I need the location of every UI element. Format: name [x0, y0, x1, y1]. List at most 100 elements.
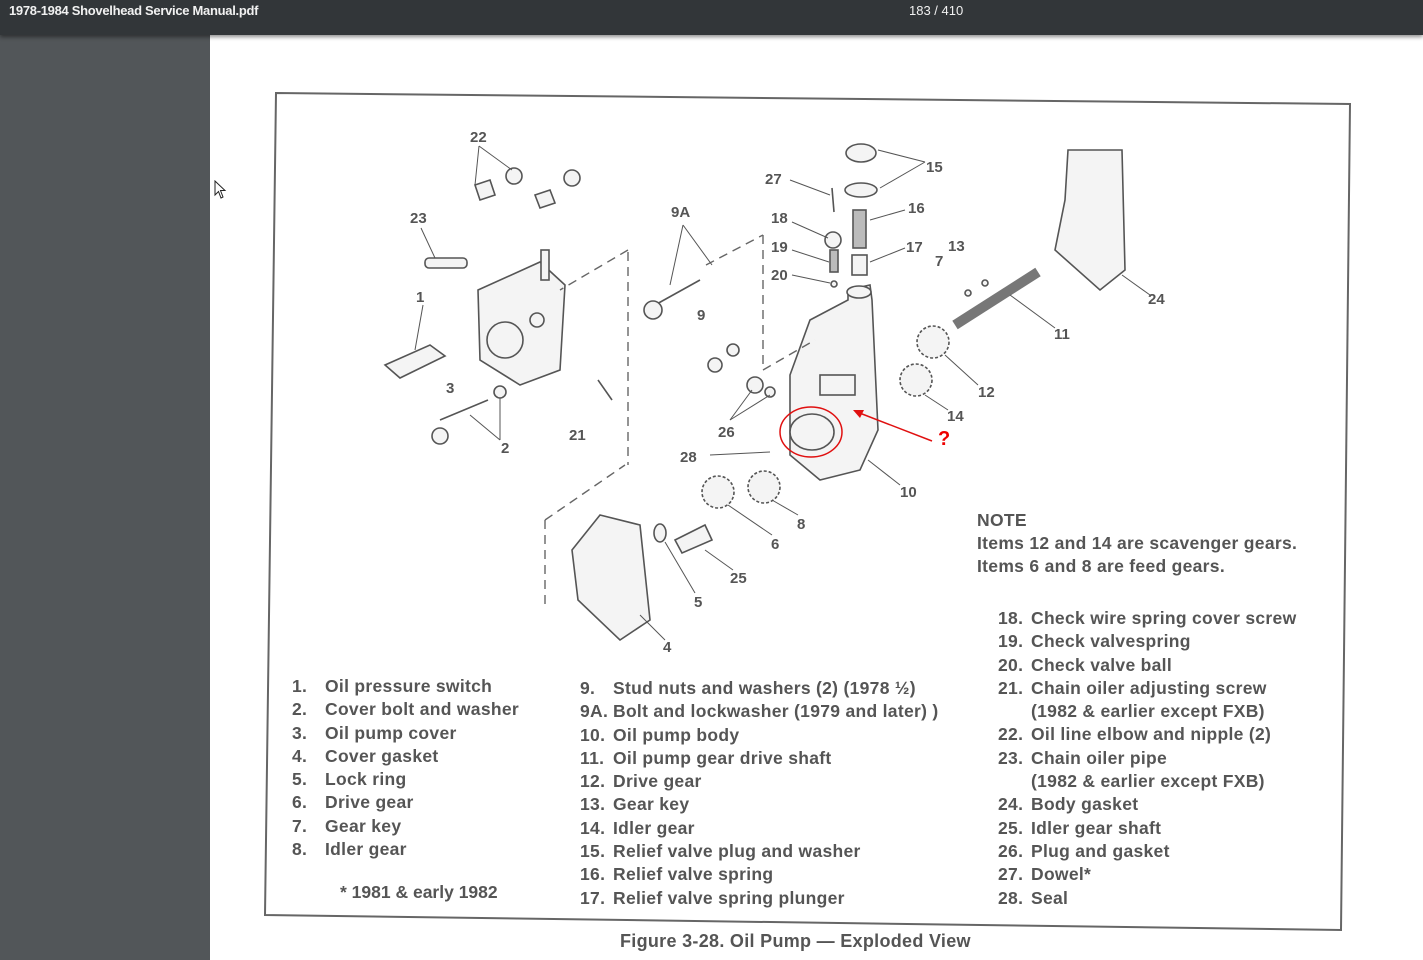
legend-number: 2. — [292, 699, 308, 720]
legend-number: 20. — [998, 654, 1024, 675]
legend-number: 23. — [998, 747, 1024, 768]
legend-text: Chain oiler adjusting screw — [1031, 677, 1267, 698]
legend-number: 14. — [580, 817, 606, 838]
callout-number: 27 — [765, 171, 782, 188]
legend-text: Bolt and lockwasher (1979 and later) ) — [613, 701, 939, 722]
legend-item: 22. Oil line elbow and nipple (2) — [998, 723, 1296, 746]
legend-item: 18.Check wire spring cover screw — [998, 607, 1296, 630]
callout-number: 14 — [947, 408, 964, 425]
legend-item: 9.Stud nuts and washers (2) (1978 ½) — [580, 677, 939, 700]
legend-item: 10.Oil pump body — [580, 724, 939, 747]
legend-number: 17. — [580, 887, 606, 908]
legend-item: 23.Chain oiler pipe — [998, 747, 1296, 770]
oil-pump-cover — [477, 261, 566, 386]
callout-number: 7 — [935, 253, 943, 270]
callout-number: 11 — [1054, 326, 1070, 343]
page-indicator[interactable]: 183 / 410 — [909, 3, 964, 18]
callout-number: 12 — [978, 384, 995, 401]
legend-item: 13. Gear key — [580, 793, 939, 816]
callout-number: 5 — [694, 594, 702, 611]
legend-number: 19. — [998, 631, 1024, 652]
figure-note: NOTE Items 12 and 14 are scavenger gears… — [977, 509, 1297, 578]
legend-number: 16. — [580, 864, 606, 885]
thumbnail-sidebar[interactable] — [0, 35, 210, 960]
legend-text: Gear key — [325, 815, 402, 836]
legend-item: 25. Idler gear shaft — [998, 817, 1296, 840]
highlight-circle — [779, 406, 843, 458]
note-line: Items 6 and 8 are feed gears. — [977, 556, 1225, 576]
legend-item: 26.Plug and gasket — [998, 840, 1296, 863]
legend-text: Idler gear shaft — [1031, 817, 1162, 838]
callout-number: 23 — [410, 210, 427, 227]
callout-number: 16 — [908, 200, 925, 217]
callout-number: 20 — [771, 267, 788, 284]
legend-number: 22. — [998, 724, 1024, 745]
legend-text: Gear key — [613, 794, 690, 815]
callout-number: 9 — [697, 307, 705, 324]
legend-item: 14. Idler gear — [580, 817, 939, 840]
legend-text: Idler gear — [613, 817, 695, 838]
callout-number: 13 — [948, 238, 965, 255]
legend-text: Oil line elbow and nipple (2) — [1031, 724, 1272, 745]
legend-item: 21. Chain oiler adjusting screw — [998, 677, 1296, 700]
pdf-page — [210, 35, 1423, 960]
legend-item: 3.Oil pump cover — [292, 722, 519, 745]
mouse-cursor-icon — [214, 180, 227, 199]
legend-text: Relief valve spring — [613, 864, 774, 885]
callout-number: 2 — [501, 440, 509, 457]
callout-number: 17 — [906, 239, 923, 256]
legend-item: 12.Drive gear — [580, 770, 939, 793]
figure-caption: Figure 3-28. Oil Pump — Exploded View — [620, 931, 971, 951]
callout-number: 4 — [663, 639, 672, 656]
legend-text: Relief valve plug and washer — [613, 841, 861, 862]
legend-item: 19. Check valvespring — [998, 630, 1296, 653]
legend-text: Check wire spring cover screw — [1031, 608, 1297, 628]
legend-item: 2.Cover bolt and washer — [292, 698, 519, 721]
callout-number: 22 — [470, 129, 487, 146]
callout-number: 25 — [730, 570, 747, 587]
callout-number: 6 — [771, 536, 779, 553]
callout-number: 18 — [771, 210, 788, 227]
legend-number: 8. — [292, 839, 308, 860]
legend-item: 11.Oil pump gear drive shaft — [580, 747, 939, 770]
legend-item: 1.Oil pressure switch — [292, 675, 519, 698]
question-mark-annotation: ? — [938, 428, 951, 450]
legend-item: 17. Relief valve spring plunger — [580, 887, 939, 910]
legend-number: 5. — [292, 769, 308, 790]
callout-number: 10 — [900, 484, 917, 501]
legend-text: Dowel* — [1031, 864, 1092, 885]
note-line: Items 12 and 14 are scavenger gears. — [977, 533, 1298, 553]
callout-number: 28 — [680, 449, 697, 466]
legend-number: 9. — [580, 678, 596, 698]
legend-text: Oil pressure switch — [325, 676, 493, 696]
body-gasket — [1054, 149, 1126, 292]
annotation-arrow — [856, 411, 933, 442]
callout-number: 1 — [416, 289, 424, 306]
legend-number: 11. — [580, 747, 605, 768]
legend-text: Check valvespring — [1031, 631, 1191, 652]
legend-number: 21. — [998, 677, 1024, 698]
callout-number: 21 — [569, 427, 586, 444]
legend-item: (1982 & earlier except FXB) — [998, 770, 1296, 793]
legend-number: 15. — [580, 841, 606, 862]
legend-text: Seal — [1031, 887, 1069, 908]
legend-text: Plug and gasket — [1031, 840, 1170, 861]
cover-gasket — [571, 514, 651, 642]
legend-number: 25. — [998, 817, 1024, 838]
legend-number: 3. — [292, 722, 308, 743]
legend-item: 28.Seal — [998, 887, 1296, 910]
legend-number: 24. — [998, 794, 1024, 815]
legend-number: 13. — [580, 794, 606, 815]
legend-item: 7.Gear key — [292, 815, 519, 838]
legend-item: 4.Cover gasket — [292, 745, 519, 768]
legend-text: Idler gear — [325, 839, 407, 860]
legend-item: 6.Drive gear — [292, 791, 519, 814]
legend-text: Oil pump body — [613, 724, 740, 745]
legend-text: Body gasket — [1031, 794, 1139, 815]
pdf-toolbar: 1978-1984 Shovelhead Service Manual.pdf … — [0, 0, 1423, 35]
legend-text: Relief valve spring plunger — [613, 887, 845, 908]
legend-item: 20.Check valve ball — [998, 654, 1296, 677]
callout-number: 24 — [1148, 291, 1165, 308]
legend-item: 5.Lock ring — [292, 768, 519, 791]
legend-number: 9A. — [580, 701, 609, 722]
